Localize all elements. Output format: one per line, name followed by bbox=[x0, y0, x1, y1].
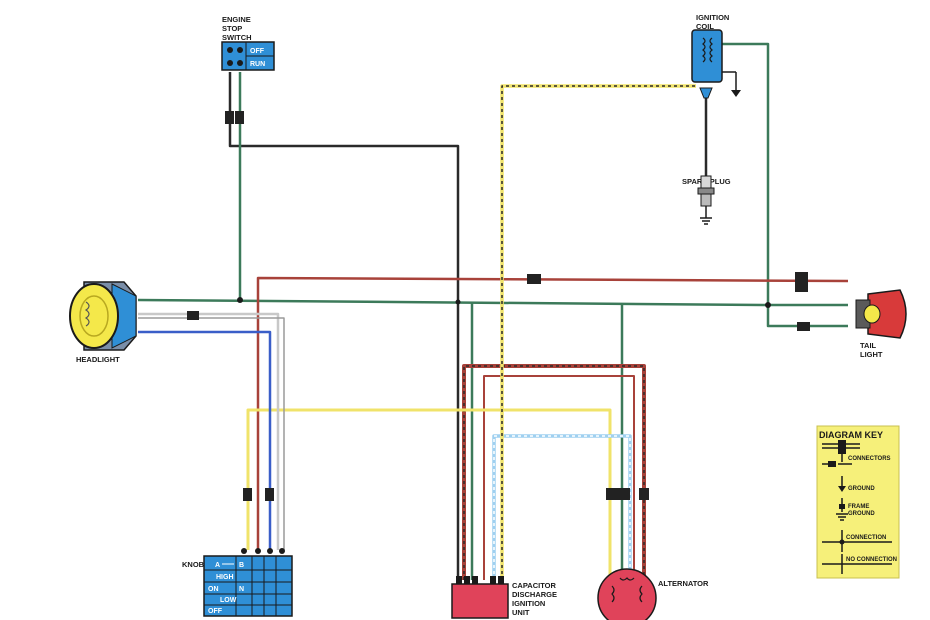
diagram-key-title: DIAGRAM KEY bbox=[819, 430, 883, 440]
wire-blue-headlight bbox=[138, 330, 272, 550]
light-switch-body bbox=[203, 555, 293, 617]
engine-stop-switch-label-3: SWITCH bbox=[222, 33, 252, 42]
wire-white-1 bbox=[138, 312, 280, 550]
cdi-label-4: UNIT bbox=[512, 608, 530, 617]
cdi-label-3: IGNITION bbox=[512, 599, 545, 608]
ignition-coil: IGNITION COIL bbox=[691, 13, 741, 99]
key-connection-dot bbox=[839, 539, 845, 545]
low-label: LOW bbox=[220, 597, 237, 604]
knob-b-label: B bbox=[239, 562, 244, 569]
engine-stop-switch-label-1: ENGINE bbox=[222, 15, 251, 24]
cdi-unit-body bbox=[451, 583, 509, 619]
wire-white-2 bbox=[138, 317, 285, 550]
wire-green-coil bbox=[722, 42, 848, 328]
connector bbox=[265, 488, 274, 501]
switch-run-label: RUN bbox=[250, 61, 265, 68]
engine-stop-switch-label-2: STOP bbox=[222, 24, 242, 33]
connector bbox=[235, 111, 244, 124]
connector bbox=[225, 111, 234, 124]
alternator-label: ALTERNATOR bbox=[658, 579, 709, 588]
engine-stop-switch: ENGINE STOP SWITCH OFF RUN bbox=[221, 15, 275, 71]
headlight: HEADLIGHT bbox=[69, 281, 137, 364]
connector bbox=[243, 488, 252, 501]
cdi-label-1: CAPACITOR bbox=[512, 581, 556, 590]
cdi-label-2: DISCHARGE bbox=[512, 590, 557, 599]
knob-label: KNOB bbox=[182, 560, 205, 569]
knob-a-label: A bbox=[215, 562, 220, 569]
connector bbox=[797, 322, 810, 331]
alternator: ALTERNATOR bbox=[597, 568, 709, 620]
wire-brown-tail bbox=[256, 276, 849, 550]
ignition-coil-label-1: IGNITION bbox=[696, 13, 729, 22]
ignition-coil-body bbox=[691, 29, 723, 83]
cdi-unit: CAPACITOR DISCHARGE IGNITION UNIT bbox=[451, 576, 557, 619]
on-label: ON bbox=[208, 586, 219, 593]
junction-dot bbox=[455, 299, 461, 305]
wire-green-main bbox=[137, 298, 848, 307]
diagram-key-panel bbox=[816, 425, 900, 579]
off-label: OFF bbox=[208, 608, 223, 615]
tail-light-label-2: LIGHT bbox=[860, 350, 883, 359]
spark-plug: SPARK PLUG bbox=[682, 175, 731, 225]
switch-off-label: OFF bbox=[250, 48, 265, 55]
connector bbox=[795, 272, 808, 292]
frame-ground-icon bbox=[731, 90, 741, 97]
key-connectors-label: CONNECTORS bbox=[848, 456, 891, 462]
wire-black-stop-switch bbox=[228, 72, 460, 580]
tail-light: TAIL LIGHT bbox=[855, 289, 907, 359]
high-label: HIGH bbox=[216, 574, 234, 581]
connector bbox=[606, 488, 630, 500]
wire-black-yellow bbox=[500, 84, 696, 580]
ignition-coil-label-2: COIL bbox=[696, 22, 714, 31]
n-label: N bbox=[239, 586, 244, 593]
key-no-connection-label: NO CONNECTION bbox=[846, 557, 897, 563]
junctions bbox=[237, 297, 771, 308]
wire-red-black-loop-stripe bbox=[463, 365, 645, 580]
wire-blue-white-stripe bbox=[493, 435, 631, 580]
connector bbox=[527, 274, 541, 284]
light-switch: KNOB A B HIGH ON N LOW OFF bbox=[182, 548, 293, 617]
connector bbox=[639, 488, 649, 500]
tail-light-label-1: TAIL bbox=[860, 341, 877, 350]
junction-dot bbox=[237, 297, 243, 303]
key-connection-label: CONNECTION bbox=[846, 535, 886, 541]
junction-dot bbox=[765, 302, 771, 308]
alternator-body bbox=[597, 568, 657, 620]
key-ground-icon bbox=[838, 486, 846, 492]
wire-red-black-loop bbox=[462, 364, 646, 580]
key-ground-label: GROUND bbox=[848, 486, 875, 492]
wire-brown-loop bbox=[483, 375, 635, 580]
headlight-label: HEADLIGHT bbox=[76, 355, 120, 364]
connector bbox=[187, 311, 199, 320]
connectors bbox=[187, 111, 810, 501]
key-frame-ground-label-1: FRAME bbox=[848, 504, 869, 510]
wire-black-yellow-stripe bbox=[501, 85, 696, 580]
diagram-key: DIAGRAM KEY CONNECTORS GROUND FRAME GROU… bbox=[816, 425, 900, 579]
key-frame-ground-label-2: GROUND bbox=[848, 511, 875, 517]
